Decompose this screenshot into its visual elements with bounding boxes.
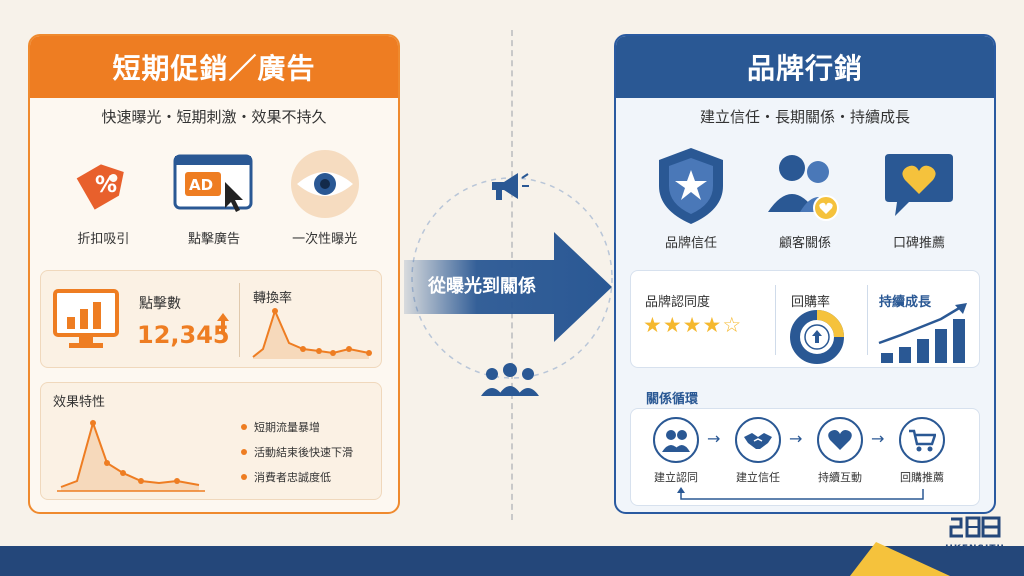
loop-node-identify [653, 417, 699, 463]
growth-title: 持續成長 [879, 295, 932, 310]
effects-bullet: 活動結束後快速下滑 [241, 444, 353, 460]
loop-node-repurchase [899, 417, 945, 463]
icon-label-ad-click: 點擊廣告 [187, 232, 240, 247]
right-metrics-card: 品牌認同度 ★★★★☆ 回購率 持續成長 [630, 270, 980, 368]
effects-title: 效果特性 [53, 395, 106, 410]
star-icon: ★ [662, 313, 683, 337]
clicks-title: 點擊數 [139, 296, 181, 312]
icon-label-customer-relation: 顧客關係 [778, 236, 831, 251]
icon-label-word-of-mouth: 口碑推薦 [892, 236, 945, 251]
metrics-divider [239, 283, 240, 357]
right-panel-title: 品牌行銷 [616, 36, 994, 98]
left-panel-title: 短期促銷／廣告 [30, 36, 398, 98]
effects-decay-chart [57, 419, 205, 492]
effects-bullet: 消費者忠誠度低 [241, 469, 353, 485]
shield-star-icon [659, 148, 723, 224]
star-outline-icon: ☆ [722, 313, 743, 337]
clicks-value: 12,345 [137, 321, 230, 349]
effects-bullet: 短期流量暴增 [241, 419, 353, 435]
shopping-cart-icon [909, 429, 936, 452]
icon-label-brand-trust: 品牌信任 [664, 236, 717, 251]
star-icon: ★ [702, 313, 723, 337]
right-icon-row: 品牌信任 顧客關係 口碑推薦 [616, 146, 994, 251]
ad-click-icon: AD [173, 154, 253, 212]
people-heart-icon [768, 155, 839, 221]
right-panel-subtitle: 建立信任・長期關係・持續成長 [699, 108, 910, 126]
star-rating: ★★★★☆ [643, 313, 742, 337]
left-icon-row: % 折扣吸引 AD 點擊廣告 一次性曝光 [30, 146, 398, 247]
conversion-sparkline [252, 308, 372, 359]
up-arrow-icon [217, 313, 229, 333]
loop-arrow-icon: → [789, 429, 803, 448]
megaphone-icon [492, 173, 529, 200]
loop-step-label: 建立信任 [736, 471, 780, 484]
icon-item-discount: % 折扣吸引 [53, 146, 153, 247]
metrics-divider-1 [775, 285, 776, 355]
icon-item-ad-click: AD 點擊廣告 [164, 146, 264, 247]
repurchase-donut-icon [790, 310, 844, 364]
short-term-promo-panel: 短期促銷／廣告 快速曝光・短期刺激・效果不持久 % 折扣吸引 AD 點擊廣告 [28, 34, 400, 514]
relationship-loop-card: → → → 建立認同 建立信任 持續互動 回購推薦 [630, 408, 980, 506]
brand-logo-mark [949, 516, 1001, 538]
audience-icon [481, 363, 539, 396]
repurchase-title: 回購率 [791, 295, 831, 310]
svg-text:%: % [95, 173, 117, 198]
brand-logo-text: JIKENSITU [945, 544, 1005, 554]
growth-bar-chart [878, 303, 967, 363]
icon-item-word-of-mouth: 口碑推薦 [869, 146, 969, 251]
icon-item-eye: 一次性曝光 [275, 146, 375, 247]
transition-arrow [404, 232, 612, 342]
transition-arrow-text: 從曝光到關係 [428, 276, 536, 297]
footer-bar [0, 546, 1024, 576]
brand-logo: JIKENSITU [940, 514, 1010, 554]
brand-marketing-panel: 品牌行銷 建立信任・長期關係・持續成長 品牌信任 顧客關係 [614, 34, 996, 514]
eye-icon [290, 150, 359, 218]
loop-step-label: 回購推薦 [900, 471, 944, 484]
heart-icon [828, 430, 852, 450]
icon-label-discount: 折扣吸引 [77, 232, 130, 247]
handshake-icon [744, 433, 772, 449]
loop-node-trust [735, 417, 781, 463]
metrics-divider-2 [867, 285, 868, 355]
effects-bullet-list: 短期流量暴增 活動結束後快速下滑 消費者忠誠度低 [241, 419, 353, 494]
loop-node-interact [817, 417, 863, 463]
people-icon [662, 430, 690, 452]
icon-item-brand-trust: 品牌信任 [641, 146, 741, 251]
chat-heart-icon [885, 154, 953, 216]
loop-arrow-icon: → [707, 429, 721, 448]
monitor-bar-chart-icon [53, 289, 119, 348]
loop-step-label: 建立認同 [654, 471, 698, 484]
icon-label-eye: 一次性曝光 [292, 232, 358, 247]
loop-arrow-icon: → [871, 429, 885, 448]
discount-tag-icon: % [77, 164, 125, 210]
relationship-loop-title: 關係循環 [646, 392, 699, 407]
loop-step-label: 持續互動 [818, 471, 862, 484]
conversion-title: 轉換率 [253, 291, 293, 306]
effects-card: 效果特性 短期流量暴增 活動結束後快速下滑 消費者忠誠度低 [40, 382, 382, 500]
brand-recognition-title: 品牌認同度 [645, 295, 711, 310]
star-icon: ★ [682, 313, 703, 337]
icon-item-customer-relation: 顧客關係 [755, 146, 855, 251]
ad-badge-text: AD [189, 176, 213, 194]
star-icon: ★ [643, 313, 663, 337]
footer-accent-triangle [850, 542, 950, 576]
left-panel-subtitle: 快速曝光・短期刺激・效果不持久 [101, 108, 327, 126]
left-metrics-card: 點擊數 12,345 轉換率 [40, 270, 382, 368]
loop-return-arrow [677, 487, 924, 500]
